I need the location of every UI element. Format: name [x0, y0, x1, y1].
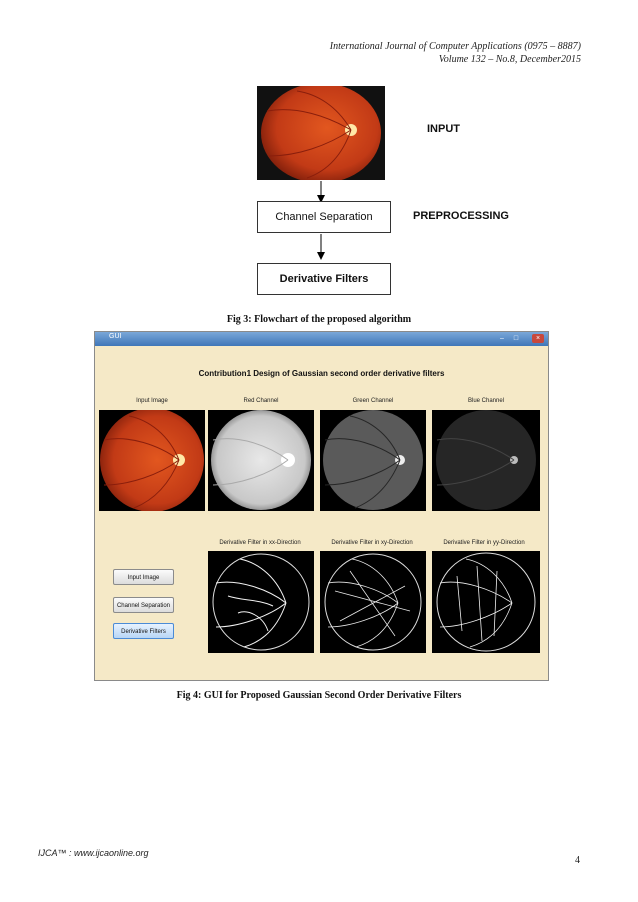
- gui-screenshot: GUI – □ × Contribution1 Design of Gaussi…: [94, 331, 549, 681]
- xx-filter-panel: [208, 551, 314, 653]
- derivative-filters-box: Derivative Filters: [257, 263, 391, 295]
- input-label: INPUT: [427, 123, 460, 135]
- journal-header: International Journal of Computer Applic…: [329, 41, 581, 52]
- figure-4-caption: Fig 4: GUI for Proposed Gaussian Second …: [176, 690, 462, 701]
- xy-filter-label: Derivative Filter in xy-Direction: [331, 540, 413, 546]
- green-channel-label: Green Channel: [352, 398, 394, 404]
- gui-titlebar: GUI – □ ×: [95, 332, 548, 346]
- xx-filter-label: Derivative Filter in xx-Direction: [219, 540, 301, 546]
- input-image-label: Input Image: [136, 398, 168, 404]
- yy-filter-label: Derivative Filter in yy-Direction: [443, 540, 525, 546]
- channel-separation-button[interactable]: Channel Separation: [113, 597, 174, 613]
- preprocessing-label: PREPROCESSING: [413, 210, 509, 222]
- green-channel-panel: [320, 410, 426, 511]
- blue-channel-panel: [432, 410, 540, 511]
- xy-filter-panel: [320, 551, 426, 653]
- input-image-button[interactable]: Input Image: [113, 569, 174, 585]
- channel-separation-box: Channel Separation: [257, 201, 391, 233]
- derivative-filters-button[interactable]: Derivative Filters: [113, 623, 174, 639]
- gui-heading: Contribution1 Design of Gaussian second …: [198, 369, 445, 378]
- red-channel-panel: [208, 410, 314, 511]
- input-fundus-image: [257, 86, 385, 180]
- volume-header: Volume 132 – No.8, December2015: [438, 54, 581, 65]
- input-image-panel: [99, 410, 205, 511]
- yy-filter-panel: [432, 551, 540, 653]
- minimize-icon[interactable]: –: [500, 335, 504, 342]
- journal-website: IJCA™ : www.ijcaonline.org: [38, 848, 149, 858]
- close-icon[interactable]: ×: [532, 334, 544, 343]
- maximize-icon[interactable]: □: [513, 335, 519, 342]
- gui-window-title: GUI: [109, 333, 122, 340]
- figure-3-caption: Fig 3: Flowchart of the proposed algorit…: [226, 314, 412, 325]
- red-channel-label: Red Channel: [243, 398, 279, 404]
- flow-arrows: [317, 181, 325, 260]
- blue-channel-label: Blue Channel: [467, 398, 505, 404]
- flowchart: INPUT Channel Separation PREPROCESSING D…: [0, 0, 638, 320]
- page-number: 4: [575, 855, 580, 866]
